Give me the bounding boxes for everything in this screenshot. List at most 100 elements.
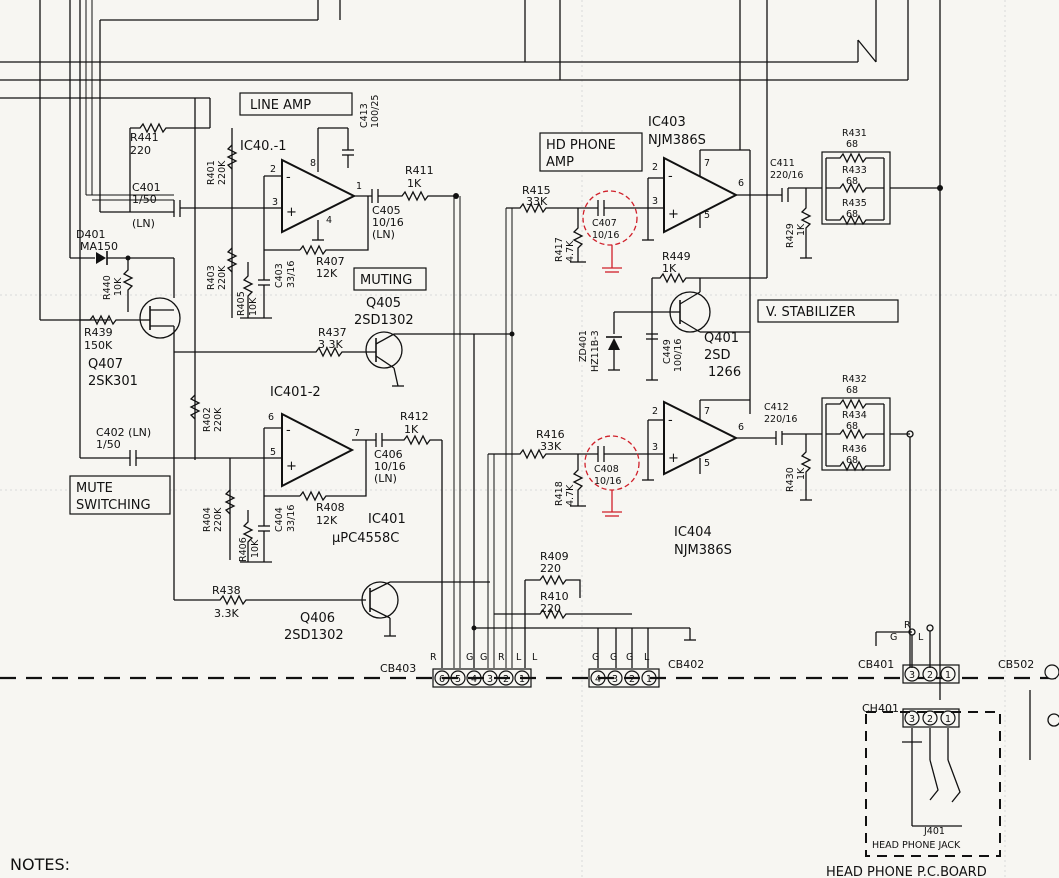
ic404-pin3: 3 <box>652 442 658 453</box>
cb402-letter-1: G <box>610 652 617 663</box>
ic403-pin2: 2 <box>652 162 658 173</box>
cb402-pin-number: 2 <box>629 674 635 685</box>
r408-label: R408 <box>316 501 345 514</box>
q401-part-1: 2SD <box>704 348 731 363</box>
jack-contact-right <box>947 759 961 803</box>
r432-value: 68 <box>846 385 858 396</box>
r408-resistor <box>299 440 367 502</box>
ic401-1-label: IC40.-1 <box>240 139 287 154</box>
r441-value: 220 <box>130 144 151 157</box>
muting-label: MUTING <box>360 273 412 288</box>
c449-label: C449 <box>662 339 673 364</box>
ic403-plus: + <box>668 207 679 222</box>
r449-value: 1K <box>662 262 677 275</box>
r417-label: R417 <box>554 237 565 262</box>
r440-label: R440 <box>102 275 113 300</box>
r449-label: R449 <box>662 250 691 263</box>
cb502-pin <box>1044 664 1059 680</box>
ic404-minus: - <box>668 413 673 428</box>
r406-label: R406 <box>238 537 249 562</box>
r439-value: 150K <box>84 339 113 352</box>
c412-label: C412 <box>764 402 789 413</box>
cb402-label: CB402 <box>668 658 704 671</box>
r436-label: R436 <box>842 444 867 455</box>
d401-diode <box>96 252 106 264</box>
cb403-letter-0: R <box>430 652 437 663</box>
ic401-2-section: IC401-2 R402 220K C402 (LN) 1/50 - + 6 5… <box>79 98 442 563</box>
mute-switching-box <box>69 475 171 515</box>
q407-part: 2SK301 <box>88 374 138 389</box>
cb401-pin-circle <box>940 666 956 682</box>
c411-value: 220/16 <box>770 170 803 181</box>
ic404-pin2: 2 <box>652 406 658 417</box>
ch401-pin-circle <box>922 710 938 726</box>
cb403-pin-number: 6 <box>439 674 445 685</box>
r412-value: 1K <box>404 423 419 436</box>
ch401-housing <box>902 708 960 728</box>
headphone-board-outline <box>865 711 1001 857</box>
cb401-pin-number: 1 <box>945 670 951 681</box>
r403-value: 220K <box>217 265 228 290</box>
r434-value: 68 <box>846 421 858 432</box>
cb402-letter-2: G <box>626 652 633 663</box>
r407-value: 12K <box>316 267 338 280</box>
r438-resistor <box>174 594 366 606</box>
r415-label: R415 <box>522 184 551 197</box>
c405-label: C405 <box>372 204 401 217</box>
cb403-pin-number: 3 <box>487 674 493 685</box>
zd401-diode <box>608 338 620 350</box>
r430-value: 1K <box>796 467 807 480</box>
c408-label: C408 <box>594 464 619 475</box>
ch401-pin-number: 1 <box>945 714 951 725</box>
c412-value: 220/16 <box>764 414 797 425</box>
r434-label: R434 <box>842 410 867 421</box>
r432-label: R432 <box>842 374 867 385</box>
c449-value: 100/16 <box>673 339 684 372</box>
ic401-2-label: IC401-2 <box>270 385 321 400</box>
r405-value: 10K <box>248 297 259 316</box>
top-bus-lines <box>0 0 941 700</box>
j401-label: J401 <box>923 826 945 837</box>
r441-resistor <box>130 122 210 134</box>
cb403-pin-number: 5 <box>455 674 461 685</box>
q406-label: Q406 <box>300 611 335 626</box>
r436-value: 68 <box>846 455 858 466</box>
r441-label: R441 <box>130 131 159 144</box>
r405-resistor <box>242 262 254 318</box>
ic401-1-minus: - <box>286 170 291 185</box>
cb403-letter-2: G <box>480 652 487 663</box>
c407-value: 10/16 <box>592 230 619 241</box>
ic403-pin5: 5 <box>704 210 710 221</box>
cb401-letter-0: G <box>890 632 897 643</box>
cb401-housing <box>902 664 960 684</box>
r405-label: R405 <box>236 291 247 316</box>
cb401-pin-number: 2 <box>927 670 933 681</box>
q406-section: R438 3.3K Q406 2SD1302 <box>174 581 490 643</box>
r403-label: R403 <box>206 265 217 290</box>
notes-label: NOTES: <box>10 855 70 874</box>
r404-label: R404 <box>202 507 213 532</box>
ic404-pin7: 7 <box>704 406 710 417</box>
c413-value: 100/25 <box>370 95 381 128</box>
ic403-opamp <box>663 156 739 234</box>
ic403-label: IC403 <box>648 115 686 130</box>
r431-label: R431 <box>842 128 867 139</box>
q401-label: Q401 <box>704 331 739 346</box>
c407-highlight <box>582 190 638 246</box>
cb403-letter-5: L <box>532 652 538 663</box>
r439-label: R439 <box>84 326 113 339</box>
cb402-pin-number: 4 <box>595 674 601 685</box>
ch401-label: CH401 <box>862 702 899 715</box>
r411-label: R411 <box>405 164 434 177</box>
r435-label: R435 <box>842 198 867 209</box>
r432-resistor <box>826 398 884 410</box>
mute-switching-label-1: MUTE <box>76 481 113 496</box>
zd401-label: ZD401 <box>578 330 589 362</box>
r411-value: 1K <box>407 177 422 190</box>
cb502-label: CB502 <box>998 658 1034 671</box>
ic403-minus: - <box>668 169 673 184</box>
q406-part: 2SD1302 <box>284 628 344 643</box>
ch401-pin-circle <box>940 710 956 726</box>
r409-r410-section: R409 220 R410 220 <box>494 550 632 620</box>
